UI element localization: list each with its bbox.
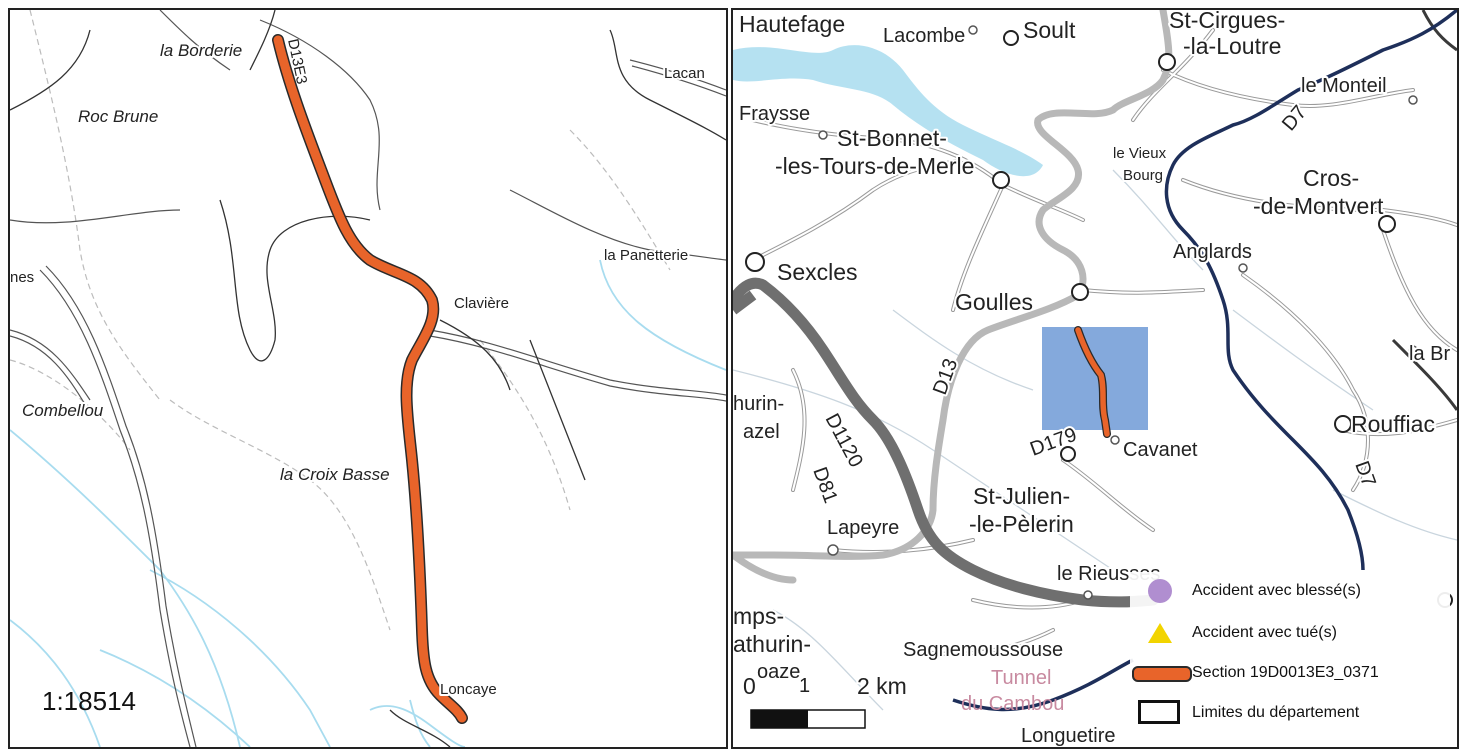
section-19d0013e3-line[interactable] bbox=[272, 34, 468, 724]
place-athurin: athurin- bbox=[733, 631, 811, 657]
place-du-cambou: du Cambou bbox=[961, 693, 1064, 715]
road-top-right bbox=[1421, 10, 1457, 52]
tracks bbox=[10, 10, 726, 747]
legend-label-injury: Accident avec blessé(s) bbox=[1192, 582, 1361, 599]
place-goulles: Goulles bbox=[955, 289, 1033, 315]
place-cavanet: Cavanet bbox=[1123, 439, 1198, 461]
place-roc-brune: Roc Brune bbox=[78, 107, 158, 126]
streams bbox=[10, 259, 726, 747]
scale-ratio-label: 1:18514 bbox=[42, 686, 136, 716]
minor-roads bbox=[10, 10, 726, 747]
road-d1120 bbox=[733, 277, 1159, 608]
place-tunnel: Tunnel bbox=[991, 667, 1051, 689]
legend-row-boundary: Limites du département bbox=[1130, 698, 1359, 728]
road-right-edge bbox=[1391, 338, 1457, 411]
place-lapeyre: Lapeyre bbox=[827, 517, 899, 539]
road-d1120-west bbox=[733, 290, 757, 315]
place-cros-2: -de-Montvert bbox=[1253, 193, 1384, 219]
section-location-highlight bbox=[1042, 327, 1148, 430]
place-cros-1: Cros- bbox=[1303, 165, 1359, 191]
place-hautefage: Hautefage bbox=[739, 11, 845, 37]
place-claviere: Clavière bbox=[454, 295, 509, 312]
boundary-box-icon bbox=[1130, 698, 1192, 728]
place-lacombe: Lacombe bbox=[883, 25, 965, 47]
river-bottom bbox=[952, 658, 1134, 712]
place-anglards: Anglards bbox=[1173, 241, 1252, 263]
river-main bbox=[1164, 10, 1457, 571]
place-hurin: hurin- bbox=[733, 393, 784, 415]
scale-zero: 0 bbox=[743, 673, 756, 699]
place-le-monteil: le Monteil bbox=[1301, 75, 1387, 97]
place-st-bonnet-1: St-Bonnet- bbox=[837, 125, 947, 151]
place-la-panetterie: la Panetterie bbox=[604, 247, 688, 264]
hamlet-markers bbox=[818, 25, 1418, 600]
legend-label-section: Section 19D0013E3_0371 bbox=[1192, 664, 1379, 681]
scale-one: 1 bbox=[799, 675, 810, 697]
land-parcels bbox=[10, 10, 671, 631]
legend-label-boundary: Limites du département bbox=[1192, 704, 1360, 721]
road-d13: D13 bbox=[929, 356, 962, 398]
road-d1120: D1120 bbox=[821, 410, 867, 471]
road-d81: D81 bbox=[808, 464, 841, 506]
place-fraysse: Fraysse bbox=[739, 103, 810, 125]
place-rouffiac: Rouffiac bbox=[1351, 411, 1435, 437]
lake-area bbox=[733, 45, 1043, 177]
place-oaze: oaze bbox=[757, 661, 800, 683]
legend-row-section: Section 19D0013E3_0371 bbox=[1130, 658, 1379, 688]
place-loncaye: Loncaye bbox=[440, 681, 497, 698]
scale-bar bbox=[750, 709, 866, 729]
orange-line-icon bbox=[1130, 658, 1192, 688]
place-st-cirgues-1: St-Cirgues- bbox=[1169, 10, 1285, 33]
place-sexcles: Sexcles bbox=[777, 259, 858, 285]
place-st-bonnet-2: -les-Tours-de-Merle bbox=[775, 153, 974, 179]
place-azel: azel bbox=[743, 421, 780, 443]
place-st-julien-2: -le-Pèlerin bbox=[969, 511, 1074, 537]
section-overview-fill bbox=[1075, 327, 1110, 437]
overview-map-panel[interactable]: Hautefage Lacombe Soult St-Cirgues- -la-… bbox=[731, 8, 1459, 749]
place-soult: Soult bbox=[1023, 17, 1076, 43]
purple-circle-icon bbox=[1130, 576, 1192, 606]
place-le-vieux: le Vieux bbox=[1113, 145, 1167, 162]
place-la-croix-basse: la Croix Basse bbox=[280, 465, 390, 484]
scale-two-km: 2 km bbox=[857, 673, 907, 699]
legend-row-fatal: Accident avec tué(s) bbox=[1130, 618, 1337, 648]
legend-label-fatal: Accident avec tué(s) bbox=[1192, 624, 1337, 641]
detail-map-panel[interactable]: la Borderie D13E3 Roc Brune Lacan la Pan… bbox=[8, 8, 728, 749]
map-legend: Accident avec blessé(s) Accident avec tu… bbox=[1130, 572, 1450, 744]
regional-roads bbox=[733, 10, 1173, 584]
place-longuetire: Longuetire bbox=[1021, 725, 1116, 747]
detail-map-canvas: la Borderie D13E3 Roc Brune Lacan la Pan… bbox=[10, 10, 726, 747]
place-nes: nes bbox=[10, 269, 34, 286]
place-mps: mps- bbox=[733, 603, 784, 629]
place-lacan: Lacan bbox=[664, 65, 705, 82]
place-st-julien-1: St-Julien- bbox=[973, 483, 1070, 509]
section-19d0013e3-fill bbox=[273, 35, 467, 723]
yellow-triangle-icon bbox=[1130, 618, 1192, 648]
place-st-cirgues-2: -la-Loutre bbox=[1183, 33, 1281, 59]
place-bourg: Bourg bbox=[1123, 167, 1163, 184]
place-sagnemoussouse: Sagnemoussouse bbox=[903, 639, 1063, 661]
place-combellou: Combellou bbox=[22, 401, 104, 420]
place-la-br: la Br bbox=[1409, 343, 1450, 365]
overview-map-canvas: Hautefage Lacombe Soult St-Cirgues- -la-… bbox=[733, 10, 1457, 747]
legend-row-injury: Accident avec blessé(s) bbox=[1130, 576, 1361, 606]
place-la-borderie: la Borderie bbox=[160, 41, 242, 60]
